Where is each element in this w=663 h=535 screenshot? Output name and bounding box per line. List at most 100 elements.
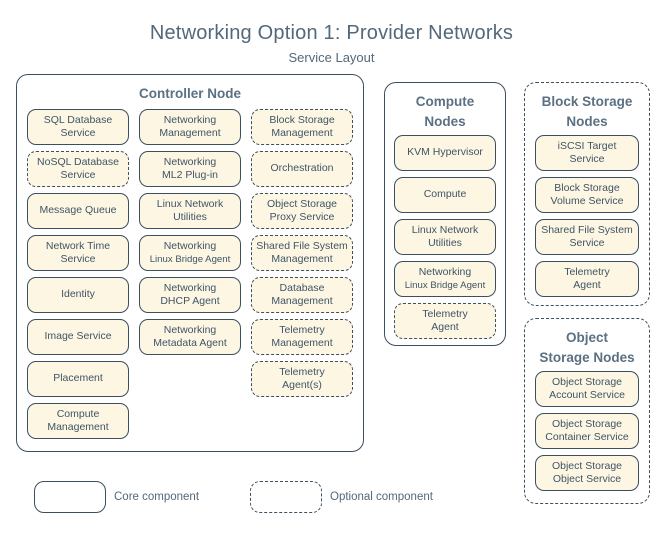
component-label-line1: Network Time xyxy=(45,239,111,252)
controller-col1-item-6[interactable]: Placement xyxy=(27,361,129,397)
controller-col3-item-1[interactable]: Orchestration xyxy=(251,151,353,187)
component-label-line1: Object Storage xyxy=(551,375,623,388)
panel-compute-nodes-title-line2: Nodes xyxy=(424,113,466,129)
panel-controller-node-title: Controller Node xyxy=(138,86,241,101)
component-label-line1: Telemetry xyxy=(279,365,325,378)
component-label-line1: KVM Hypervisor xyxy=(407,146,483,159)
component-label-line2: Management xyxy=(47,421,109,433)
component-label-line2: Service xyxy=(60,253,96,265)
component-label-line1: Shared File System xyxy=(541,223,633,236)
component-label-line2: Agent(s) xyxy=(282,379,322,391)
component-label-line1: Block Storage xyxy=(554,181,620,194)
compute-node-item-0[interactable]: KVM Hypervisor xyxy=(394,135,496,171)
component-label-line1: Placement xyxy=(53,372,103,385)
panel-compute-nodes-title: Compute Nodes xyxy=(385,83,505,131)
panel-object-storage-nodes-title-line2: Storage Nodes xyxy=(539,349,635,365)
component-label-line2: ML2 Plug-in xyxy=(161,169,219,181)
component-label-line1: Linux Network xyxy=(156,197,224,210)
component-label-line1: Object Storage xyxy=(551,459,623,472)
panel-compute-nodes-title-line1: Compute xyxy=(415,94,475,109)
component-label-line2: Volume Service xyxy=(550,195,624,207)
component-label-line2: Management xyxy=(271,337,333,349)
component-label-line1: iSCSI Target xyxy=(557,139,617,152)
component-label-line2: Agent xyxy=(573,279,601,291)
component-label-line2: Management xyxy=(271,295,333,307)
component-label-line1: Object Storage xyxy=(551,417,623,430)
component-label-line2: Management xyxy=(271,127,333,139)
component-label-line1: Networking xyxy=(163,281,217,294)
panel-controller-node: Controller Node xyxy=(16,74,364,452)
component-label-line1: Block Storage xyxy=(269,113,335,126)
component-label-line2: Metadata Agent xyxy=(153,337,227,349)
component-label-line2: Linux Bridge Agent xyxy=(404,279,486,291)
component-label-line1: Orchestration xyxy=(270,162,334,175)
component-label-line1: Compute xyxy=(423,188,467,201)
component-label-line2: Service xyxy=(569,153,605,165)
panel-object-storage-nodes-title-line1: Object xyxy=(565,330,608,345)
panel-block-storage-nodes-title-line2: Nodes xyxy=(566,113,608,129)
component-label-line2: Service xyxy=(569,237,605,249)
legend-core-label: Core component xyxy=(114,491,200,503)
panel-object-storage-nodes-title: Object Storage Nodes xyxy=(525,319,649,367)
controller-col1-item-4[interactable]: Identity xyxy=(27,277,129,313)
legend-optional-label: Optional component xyxy=(330,491,433,503)
component-label-line1: Networking xyxy=(418,266,472,279)
component-label-line2: Service xyxy=(60,169,96,181)
controller-col1-item-5[interactable]: Image Service xyxy=(27,319,129,355)
component-label-line1: Compute xyxy=(56,407,100,420)
component-label-line2: Account Service xyxy=(549,389,625,401)
panel-object-storage-nodes: Object Storage Nodes xyxy=(524,318,650,504)
component-label-line1: Message Queue xyxy=(39,204,117,217)
component-label-line2: Linux Bridge Agent xyxy=(149,253,231,265)
controller-col1-item-2[interactable]: Message Queue xyxy=(27,193,129,229)
component-label-line2: DHCP Agent xyxy=(160,295,220,307)
panel-block-storage-nodes-title: Block Storage Nodes xyxy=(525,83,649,131)
panel-block-storage-nodes-title-line1: Block Storage xyxy=(541,94,633,109)
legend-core-swatch xyxy=(34,481,106,513)
component-label-line1: Networking xyxy=(163,155,217,168)
component-label-line1: Telemetry xyxy=(422,307,468,320)
component-label-line1: Networking xyxy=(163,323,217,336)
component-label-line2: Object Service xyxy=(552,473,622,485)
component-label-line1: Networking xyxy=(163,113,217,126)
component-label-line1: Linux Network xyxy=(411,223,479,236)
legend-optional-swatch xyxy=(250,481,322,513)
page-subtitle: Service Layout xyxy=(288,50,375,65)
component-label-line1: Identity xyxy=(61,288,95,301)
component-label-line1: NoSQL Database xyxy=(37,155,119,168)
component-label-line2: Management xyxy=(159,127,221,139)
component-label-line1: Telemetry xyxy=(279,323,325,336)
component-label-line1: Shared File System xyxy=(256,239,348,252)
compute-node-item-1[interactable]: Compute xyxy=(394,177,496,213)
component-label-line2: Proxy Service xyxy=(269,211,335,223)
component-label-line2: Utilities xyxy=(173,211,207,223)
component-label-line2: Service xyxy=(60,127,96,139)
